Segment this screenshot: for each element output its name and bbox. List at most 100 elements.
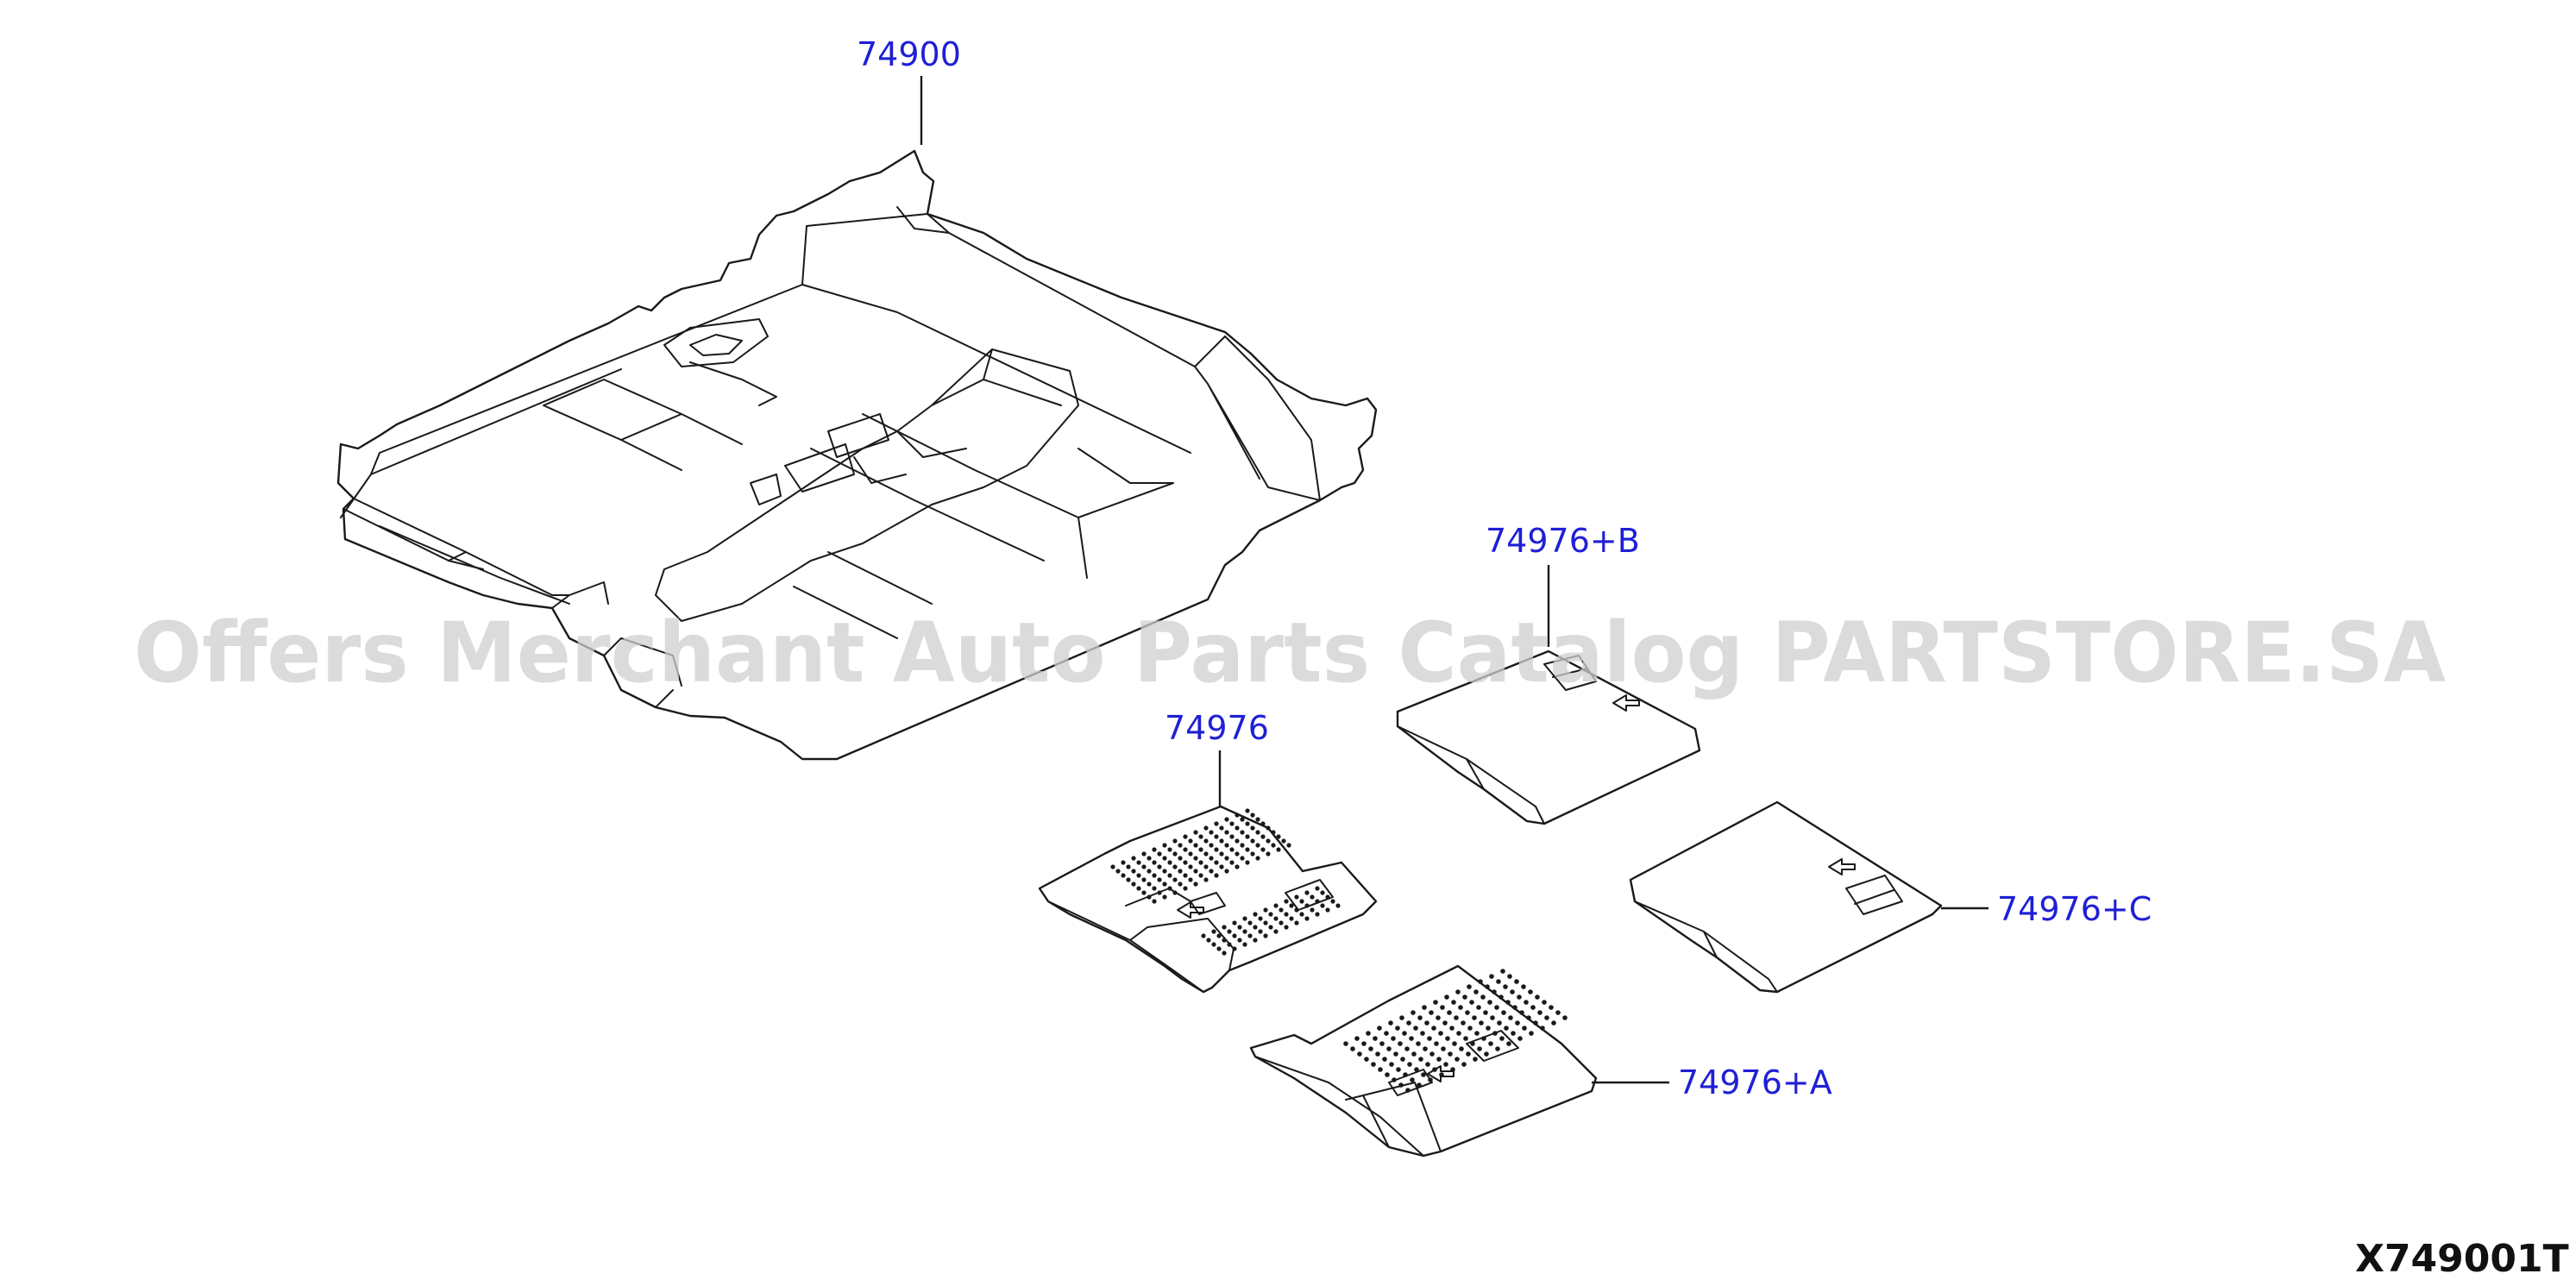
- perforation-dot: [1214, 834, 1219, 839]
- perforation-dot: [1398, 1041, 1403, 1046]
- perforation-dot: [1470, 1041, 1475, 1046]
- perforation-dot: [1266, 851, 1271, 856]
- perforation-dot: [1310, 907, 1315, 913]
- perforation-dot: [1245, 847, 1250, 852]
- floor-carpet-ribs: [543, 361, 1174, 639]
- perforation-dot: [1232, 920, 1237, 925]
- perforation-dot: [1449, 1026, 1454, 1031]
- mat-c-outline: [1629, 800, 1943, 994]
- perforation-dot: [1240, 830, 1245, 835]
- perforation-dot: [1310, 894, 1315, 900]
- perforation-dot: [1474, 1031, 1480, 1036]
- perforation-dot: [1152, 886, 1157, 891]
- callout-74900[interactable]: 74900: [857, 35, 961, 73]
- mat-a-edge: [1254, 1056, 1442, 1157]
- perforation-dot: [1193, 856, 1198, 861]
- perforation-dot: [1417, 1082, 1422, 1088]
- mat-a-arrow-icon: [1427, 1065, 1454, 1082]
- callout-74976[interactable]: 74976: [1165, 709, 1269, 747]
- perforation-dot: [1235, 864, 1240, 869]
- callout-74976-a[interactable]: 74976+A: [1678, 1064, 1832, 1101]
- perforation-dot: [1183, 873, 1188, 878]
- floor-carpet-shifter-recess: [750, 413, 889, 505]
- mat-b-heel-pad: [1543, 655, 1597, 691]
- perforation-dot: [1219, 851, 1224, 856]
- perforation-dot: [1432, 1067, 1437, 1072]
- perforation-dot: [1281, 838, 1286, 844]
- perforation-dot: [1289, 903, 1294, 908]
- perforation-dot: [1250, 825, 1255, 831]
- perforation-dot: [1533, 1020, 1538, 1026]
- perforation-dot: [1404, 1046, 1410, 1051]
- perforation-dot: [1136, 860, 1141, 865]
- perforation-dot: [1276, 847, 1281, 852]
- perforation-dot: [1178, 856, 1183, 861]
- perforation-dot: [1304, 890, 1310, 895]
- perforation-dot: [1440, 1005, 1445, 1010]
- mat-c-edge: [1634, 900, 1778, 993]
- perforation-dot: [1388, 1020, 1393, 1026]
- perforation-dot: [1131, 882, 1136, 887]
- perforation-dot: [1229, 821, 1235, 826]
- callout-74976-c[interactable]: 74976+C: [1997, 890, 2152, 928]
- mat-set-outline: [1038, 805, 1378, 994]
- perforation-dot: [1320, 890, 1325, 895]
- perforation-dot: [1279, 907, 1284, 913]
- perforation-dot: [1473, 989, 1479, 995]
- perforation-dot: [1203, 838, 1209, 844]
- perforation-dot: [1266, 825, 1271, 831]
- perforation-dot: [1537, 1010, 1542, 1015]
- perforation-dot: [1364, 1057, 1369, 1062]
- perforation-dot: [1276, 834, 1281, 839]
- perforation-dot: [1250, 813, 1255, 818]
- perforation-dot: [1162, 843, 1167, 848]
- mat-74976[interactable]: [1038, 805, 1378, 994]
- perforation-dot: [1398, 1082, 1404, 1088]
- perforation-dot: [1203, 877, 1209, 882]
- perforation-dot: [1458, 1005, 1463, 1010]
- perforation-dot: [1439, 1072, 1444, 1077]
- floor-carpet-74900[interactable]: [336, 149, 1378, 761]
- perforation-dot: [1315, 912, 1320, 917]
- mat-74976-b[interactable]: [1396, 649, 1701, 825]
- floor-carpet-tunnel: [655, 348, 1079, 622]
- perforation-dot: [1167, 847, 1172, 852]
- perforation-dot: [1115, 869, 1121, 874]
- perforation-dot: [1429, 1010, 1434, 1015]
- perforation-dot: [1517, 995, 1522, 1000]
- perforation-dot: [1131, 869, 1136, 874]
- perforation-dot: [1549, 1005, 1554, 1010]
- perforation-dot: [1193, 869, 1198, 874]
- perforation-dot: [1172, 877, 1178, 882]
- perforation-dot: [1399, 1015, 1404, 1020]
- perforation-dot: [1141, 890, 1147, 895]
- perforation-dot: [1469, 1000, 1474, 1005]
- perforation-dot: [1240, 856, 1245, 861]
- perforation-dot: [1242, 942, 1247, 947]
- perforation-dot: [1375, 1051, 1380, 1057]
- perforation-dot: [1126, 864, 1131, 869]
- perforation-dot: [1222, 938, 1227, 943]
- perforation-dot: [1422, 1005, 1427, 1010]
- perforation-dot: [1448, 1051, 1453, 1057]
- perforation-dot: [1219, 838, 1224, 844]
- perforation-dot: [1409, 1036, 1414, 1041]
- perforation-dot: [1198, 860, 1203, 865]
- perforation-dot: [1461, 1020, 1466, 1026]
- perforation-dot: [1271, 830, 1276, 835]
- mat-74976-a[interactable]: [1249, 964, 1598, 1158]
- perforation-dot: [1325, 894, 1330, 900]
- mat-74976-c[interactable]: [1629, 800, 1943, 994]
- perforation-dot: [1484, 1051, 1489, 1057]
- perforation-dot: [1315, 886, 1320, 891]
- perforation-dot: [1209, 830, 1214, 835]
- perforation-dot: [1540, 1026, 1545, 1031]
- perforation-dot: [1157, 851, 1162, 856]
- perforation-dot: [1354, 1036, 1360, 1041]
- perforation-dot: [1211, 942, 1216, 947]
- perforation-dot: [1357, 1051, 1362, 1057]
- callout-74976-b[interactable]: 74976+B: [1486, 522, 1640, 560]
- perforation-dot: [1486, 1026, 1491, 1031]
- perforation-dot: [1258, 929, 1263, 934]
- perforation-dot: [1147, 856, 1152, 861]
